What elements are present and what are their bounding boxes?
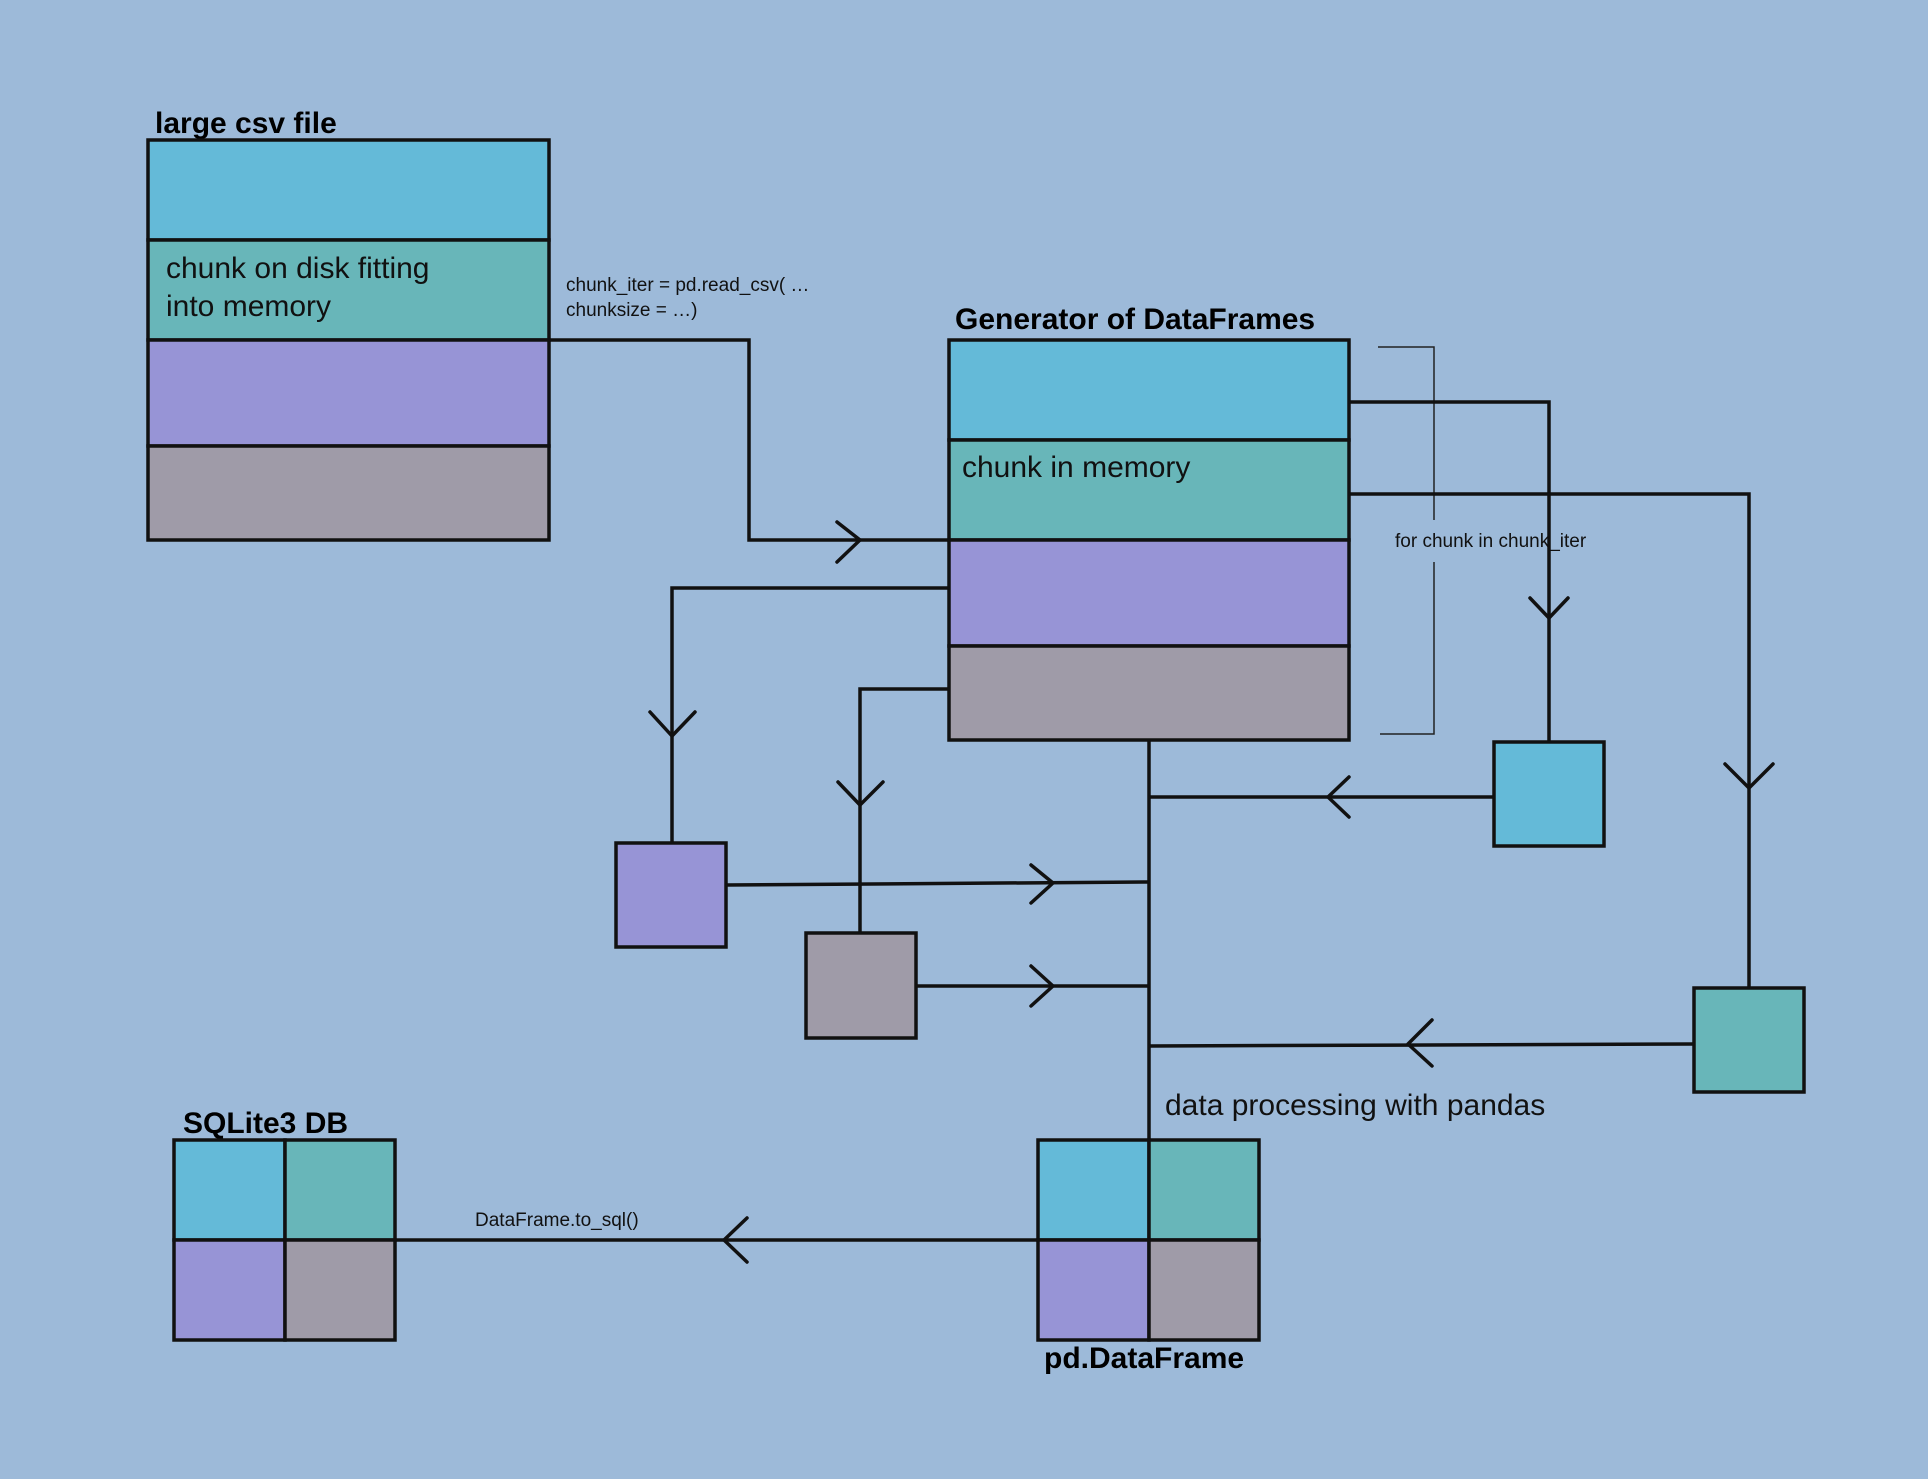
arrow-down-icon xyxy=(836,780,885,807)
arrow-down-icon xyxy=(1528,596,1570,620)
read-csv-connector xyxy=(549,338,949,564)
arrow-left-icon xyxy=(1326,775,1351,819)
chunk-on-disk-label-2: into memory xyxy=(166,290,331,323)
blue-return xyxy=(1149,775,1494,819)
dataframe-cell-blue xyxy=(1036,1138,1151,1242)
arrow-right-icon xyxy=(1029,863,1055,905)
sqlite-cell-teal xyxy=(283,1138,397,1242)
csv-file-title: large csv file xyxy=(155,107,337,140)
chunk-in-memory-label: chunk in memory xyxy=(962,451,1190,484)
csv-chunk-blue xyxy=(146,138,551,242)
read-csv-label-2: chunksize = …) xyxy=(566,300,697,321)
to-sql-connector: DataFrame.to_sql() xyxy=(395,1210,1038,1264)
purple-return xyxy=(725,863,1150,905)
processed-chunk-gray xyxy=(804,931,918,1040)
generator-chunk-purple xyxy=(947,538,1351,648)
arrow-left-icon xyxy=(722,1216,749,1264)
blue-chunk-path xyxy=(1349,400,1570,742)
generator-chunk-teal xyxy=(947,438,1351,542)
csv-file: large csv file chunk on disk fitting int… xyxy=(146,107,551,542)
processed-chunk-blue xyxy=(1492,740,1606,848)
purple-chunk-path xyxy=(648,586,949,843)
processing-label: data processing with pandas xyxy=(1165,1089,1545,1122)
arrow-right-icon xyxy=(1029,964,1055,1008)
read-csv-label-1: chunk_iter = pd.read_csv( … xyxy=(566,275,809,296)
dataframe-cell-purple xyxy=(1036,1238,1151,1342)
processed-chunk-teal xyxy=(1692,986,1806,1094)
generator-title: Generator of DataFrames xyxy=(955,303,1315,336)
arrow-down-icon xyxy=(648,710,697,738)
teal-chunk-path xyxy=(1349,492,1775,988)
dataframe-cell-gray xyxy=(1147,1238,1261,1342)
to-sql-label: DataFrame.to_sql() xyxy=(475,1210,639,1231)
loop-label: for chunk in chunk_iter xyxy=(1395,531,1587,552)
teal-return xyxy=(1148,1018,1695,1068)
sqlite-cell-blue xyxy=(172,1138,287,1242)
csv-chunk-teal xyxy=(146,238,551,342)
arrow-down-icon xyxy=(1723,762,1775,790)
sqlite-db: SQLite3 DB xyxy=(172,1107,397,1342)
chunk-on-disk-label-1: chunk on disk fitting xyxy=(166,252,429,285)
dataframe-title: pd.DataFrame xyxy=(1044,1342,1244,1375)
processed-chunk-purple xyxy=(614,841,728,949)
result-dataframe: pd.DataFrame xyxy=(1036,1138,1261,1375)
generator-chunk-gray xyxy=(947,644,1351,742)
sqlite-cell-gray xyxy=(283,1238,397,1342)
sqlite-cell-purple xyxy=(172,1238,287,1342)
generator-chunk-blue xyxy=(947,338,1351,442)
loop-bracket: for chunk in chunk_iter xyxy=(1378,346,1587,735)
gray-return xyxy=(916,964,1149,1008)
csv-chunk-gray xyxy=(146,444,551,542)
arrow-left-icon xyxy=(1406,1018,1434,1068)
arrow-right-icon xyxy=(835,520,862,564)
generator-of-dataframes: Generator of DataFrames chunk in memory xyxy=(947,303,1351,742)
gray-chunk-path xyxy=(836,687,949,933)
csv-chunk-purple xyxy=(146,338,551,448)
sqlite-title: SQLite3 DB xyxy=(183,1107,348,1140)
dataframe-cell-teal xyxy=(1147,1138,1261,1242)
